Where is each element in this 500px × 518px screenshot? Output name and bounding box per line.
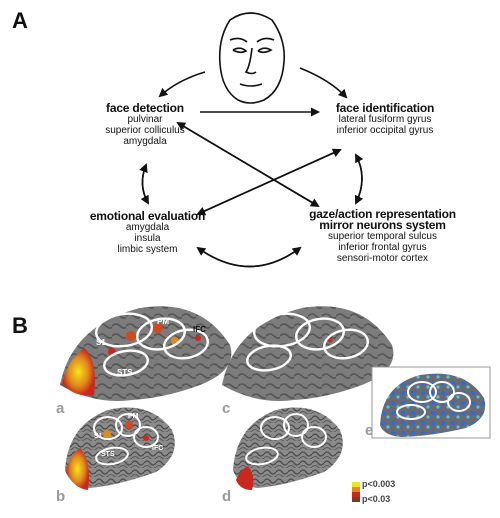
node-line: inferior frontal gyrus xyxy=(338,242,427,253)
sublabel-e: e xyxy=(365,422,374,439)
node-line: inferior occipital gyrus xyxy=(336,125,434,136)
node-line: superior colliculus xyxy=(105,125,185,136)
node-line: limbic system xyxy=(117,244,178,255)
node-gaze-action: gaze/action representation mirror neuron… xyxy=(300,207,465,264)
brain-c-inflated xyxy=(222,306,394,401)
sublabel-d: d xyxy=(222,488,232,505)
label-ifc-b: IFC xyxy=(152,445,164,452)
label-pm-b: PM xyxy=(128,413,139,420)
node-title: gaze/action representation xyxy=(309,207,456,221)
label-sts-b: STS xyxy=(101,451,115,458)
node-line: amygdala xyxy=(125,222,170,233)
legend-colorbar xyxy=(352,482,360,502)
node-line: amygdala xyxy=(123,136,167,147)
brain-a-inflated xyxy=(60,306,232,401)
node-title-2: mirror neurons system xyxy=(319,218,446,232)
node-title: emotional evaluation xyxy=(89,209,206,223)
label-sts: STS xyxy=(117,368,133,377)
node-line: lateral fusiform gyrus xyxy=(338,114,432,125)
node-line: sensori-motor cortex xyxy=(336,253,429,264)
label-ifc: IFC xyxy=(193,325,206,334)
panel-label-a: A xyxy=(12,8,28,33)
node-title: face identification xyxy=(335,101,435,115)
node-face-identification: face identification lateral fusiform gyr… xyxy=(320,101,450,136)
node-emotional-evaluation: emotional evaluation amygdala insula lim… xyxy=(85,209,210,255)
brain-d-folded xyxy=(233,407,343,490)
node-line: superior temporal sulcus xyxy=(328,231,437,242)
legend-low: p<0.03 xyxy=(362,494,391,504)
label-s1-b: S1 xyxy=(94,433,103,440)
sublabel-a: a xyxy=(56,400,65,417)
panel-label-b: B xyxy=(12,313,28,338)
node-line: pulvinar xyxy=(127,114,163,125)
node-line: insula xyxy=(134,233,161,244)
brain-e-boxed xyxy=(371,366,491,439)
brain-b-folded xyxy=(65,407,175,490)
sublabel-c: c xyxy=(222,400,231,417)
label-pm: PM xyxy=(157,317,169,326)
node-title: face detection xyxy=(106,101,184,115)
sublabel-b: b xyxy=(56,488,66,505)
node-face-detection: face detection pulvinar superior collicu… xyxy=(85,101,205,147)
label-s1: S1 xyxy=(96,338,106,347)
face-drawing xyxy=(218,12,286,104)
legend-high: p<0.003 xyxy=(362,479,396,489)
